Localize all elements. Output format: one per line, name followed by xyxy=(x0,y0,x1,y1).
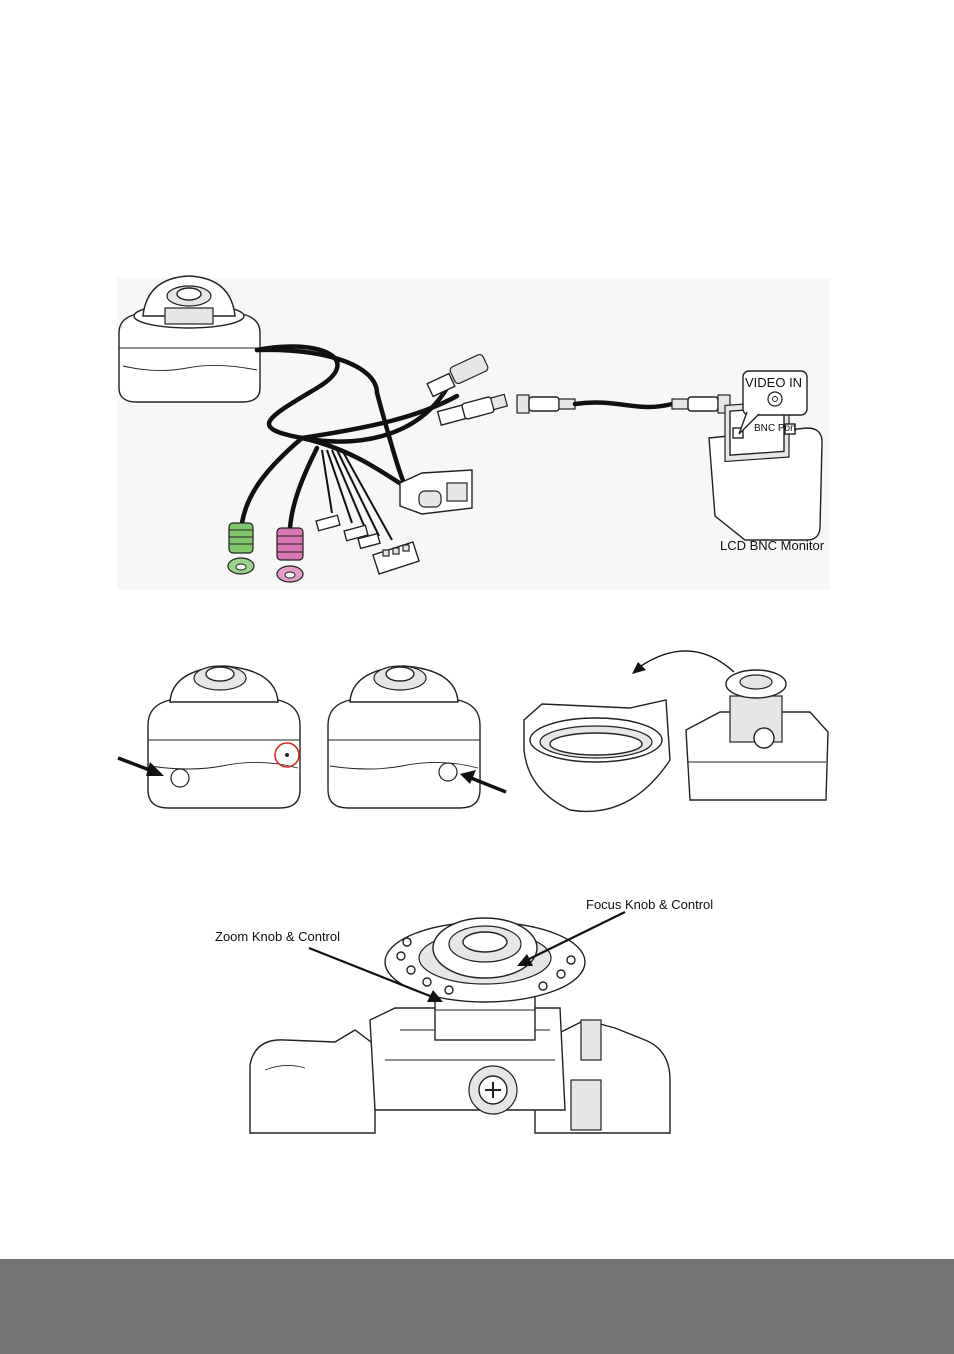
screw-highlight-icon xyxy=(274,742,300,768)
bnc-port-label: BNC Port xyxy=(754,423,797,434)
focus-knob-label: Focus Knob & Control xyxy=(586,897,714,912)
camera-wiring-diagram: VIDEO IN BNC Port LCD BNC Monitor xyxy=(117,275,830,590)
bnc-cable-icon xyxy=(516,394,731,414)
dome-removal-illustration xyxy=(117,650,829,813)
bnc-connector-icon xyxy=(436,393,509,426)
lens-adjustment-diagram: Zoom Knob & Control Focus Knob & Control xyxy=(205,890,740,1134)
dome-camera-front-icon xyxy=(147,665,301,809)
network-port-icon xyxy=(374,390,473,515)
terminal-block-icon xyxy=(315,514,420,575)
arrow-icon xyxy=(460,770,507,794)
tilt-screw-icon xyxy=(468,1065,518,1115)
page-footer-bar xyxy=(0,1259,954,1354)
zoom-knob-label: Zoom Knob & Control xyxy=(215,929,341,944)
camera-module-icon xyxy=(685,669,829,801)
dome-cover-icon xyxy=(523,699,671,813)
dome-camera-icon xyxy=(118,275,261,403)
dome-removal-diagram xyxy=(110,640,830,830)
audio-out-connector-icon xyxy=(276,527,304,583)
audio-in-connector-icon xyxy=(227,522,255,575)
lens-adjustment-illustration xyxy=(249,911,671,1134)
dc-power-connector-icon xyxy=(426,353,489,398)
dome-camera-side-icon xyxy=(327,665,481,809)
arrow-icon xyxy=(117,756,164,776)
wiring-illustration xyxy=(118,275,823,583)
video-in-label: VIDEO IN xyxy=(745,375,803,390)
video-in-callout xyxy=(738,370,808,435)
lcd-monitor-icon xyxy=(708,400,823,541)
zoom-arrow-icon xyxy=(308,946,443,1002)
focus-arrow-icon xyxy=(517,911,626,966)
rotate-arrow-icon xyxy=(632,650,735,674)
monitor-label: LCD BNC Monitor xyxy=(720,538,825,553)
led-ring-icon xyxy=(396,937,576,995)
